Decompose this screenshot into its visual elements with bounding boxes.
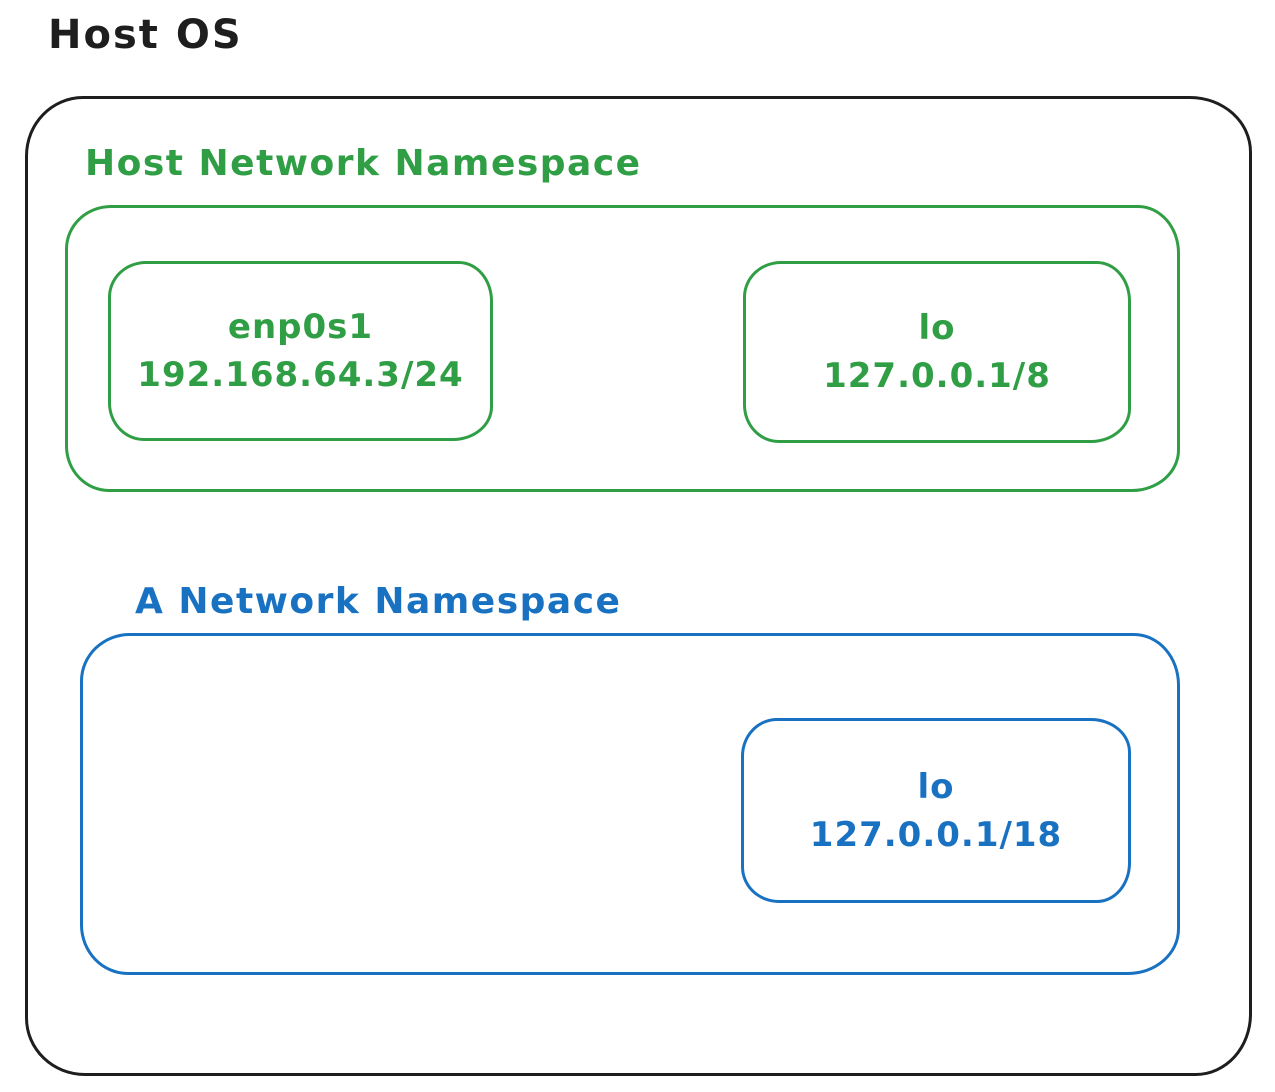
host-network-namespace-title: Host Network Namespace	[85, 143, 642, 184]
interface-address: 192.168.64.3/24	[137, 355, 464, 395]
interface-address: 127.0.0.1/8	[823, 356, 1051, 396]
host-os-title: Host OS	[48, 12, 243, 58]
a-network-namespace-title: A Network Namespace	[135, 581, 622, 622]
interface-box-lo-host: lo 127.0.0.1/8	[743, 261, 1131, 443]
interface-name: enp0s1	[227, 307, 374, 347]
interface-name: lo	[918, 308, 956, 348]
interface-box-enp0s1: enp0s1 192.168.64.3/24	[108, 261, 493, 441]
interface-name: lo	[917, 766, 955, 807]
a-network-namespace-container: lo 127.0.0.1/18	[80, 633, 1180, 975]
interface-address: 127.0.0.1/18	[809, 814, 1063, 855]
host-network-namespace-container: enp0s1 192.168.64.3/24 lo 127.0.0.1/8	[65, 205, 1180, 492]
interface-box-lo-a: lo 127.0.0.1/18	[741, 718, 1131, 903]
host-os-container	[25, 96, 1252, 1076]
